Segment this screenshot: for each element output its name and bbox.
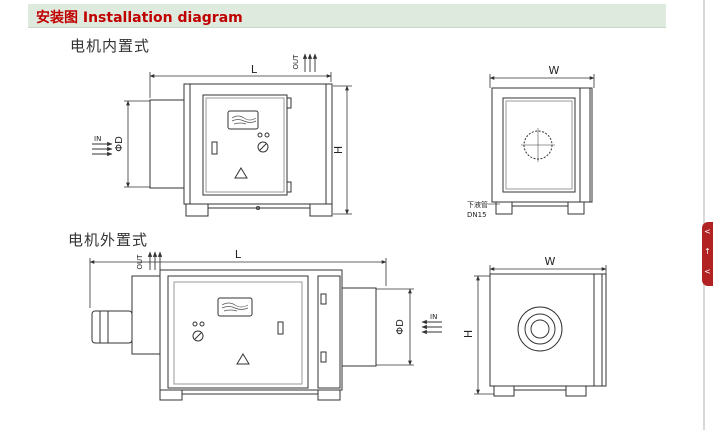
warning-triangle-icon [236,353,250,365]
inlet-label: IN [94,135,101,143]
indicator-light [199,321,205,327]
dimension-length [149,72,332,98]
internal-motor-side-view [491,87,593,215]
dimension-width [489,74,595,88]
warning-triangle-icon [234,167,248,179]
dimension-height-label: H [332,146,345,154]
drain-size: DN15 [467,211,487,219]
knob-switch [257,141,269,153]
dimension-length-external [89,258,387,308]
dimension-length-external-label: L [235,248,242,261]
inlet-arrows [92,141,113,157]
side-tab-glyph: ↑ [704,247,711,256]
inlet-label-external: IN [430,313,437,321]
door-latch [277,321,284,335]
inlet-port [517,306,563,352]
motor [91,310,133,344]
dimension-width-external [489,265,607,274]
header-bar: 安装图 Installation diagram [28,4,666,28]
dimension-diameter-label: ΦD [114,136,125,152]
outlet-arrows-external [147,251,163,270]
inlet-arrows-external [421,319,442,335]
unit-body [183,83,333,205]
dimension-diameter [124,100,150,188]
side-tab[interactable]: < ↑ < [702,222,713,286]
outlet-label-external: OUT [136,254,144,270]
front-panel [202,94,288,196]
section-label-external-motor: 电机外置式 [68,231,149,249]
outlet-label: OUT [292,54,300,70]
dimension-diameter-external-label: ΦD [395,319,406,335]
dimension-diameter-external [376,288,414,366]
outlet-arrows [302,53,318,72]
dimension-width-external-label: W [545,255,556,268]
indicator-light [257,132,263,138]
dimension-width-label: W [549,64,560,77]
header-title: 安装图 Installation diagram [36,10,243,26]
logo-plate [227,110,259,130]
dimension-height [333,85,352,215]
indicator-light [264,132,270,138]
external-motor-side-view [489,273,607,397]
dimension-height-external-label: H [462,330,475,338]
side-tab-glyph: < [704,267,711,276]
dimension-length-label: L [251,63,258,76]
indicator-light [192,321,198,327]
outlet-duct [341,287,377,367]
right-border [703,0,705,430]
dimension-height-external [474,275,494,395]
internal-motor-front-view [149,83,333,217]
section-label-internal-motor: 电机内置式 [70,37,151,55]
inlet-duct [149,99,185,189]
drain-label: 下液管 [467,200,488,209]
side-tab-glyph: < [704,227,711,236]
knob-switch [192,330,204,342]
door-latch [211,141,218,155]
logo-plate [217,297,253,317]
external-motor-front-view [91,269,377,401]
